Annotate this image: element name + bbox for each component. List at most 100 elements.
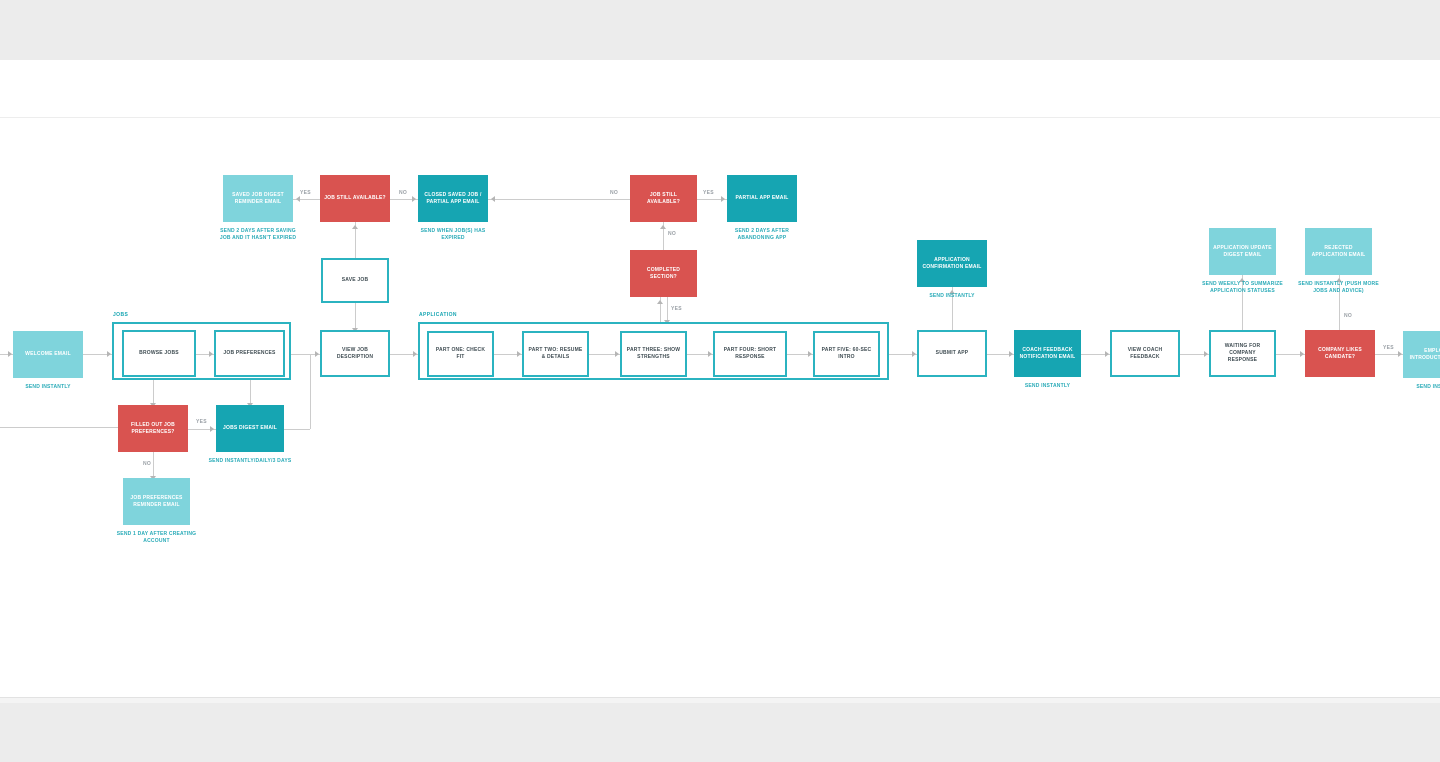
application-confirmation-email-node[interactable]: APPLICATION CONFIRMATION EMAIL [917,240,987,287]
connector-line [310,354,311,429]
filled-out-job-preferences-label: FILLED OUT JOB PREFERENCES? [131,421,175,435]
job-preferences-reminder-email-node[interactable]: JOB PREFERENCES REMINDER EMAIL [123,478,190,525]
employer-introduction-email-caption: SEND INSTANTLY [1416,384,1440,390]
edge-label-no: NO [1344,313,1353,319]
arrowhead-right [912,351,916,357]
arrowhead-right [107,351,111,357]
submit-app-label: SUBMIT APP [935,350,969,356]
jobs-digest-email-label: JOBS DIGEST EMAIL [223,425,277,431]
job-preferences-reminder-email-caption: SEND 1 DAY AFTER CREATING ACCOUNT [116,531,197,544]
connector-line [1081,354,1110,355]
job-still-available-2-label: JOB STILL AVAILABLE? [647,191,680,205]
arrowhead-up [657,300,663,304]
top-bar [0,0,1440,60]
closed-saved-job-partial-app-email-caption: SEND WHEN JOB(S) HAS EXPIRED [420,228,486,241]
edge-label-no: NO [610,190,619,196]
arrowhead-right [412,196,416,202]
connector-line [390,199,418,200]
arrowhead-up [660,225,666,229]
saved-job-digest-reminder-email-node[interactable]: SAVED JOB DIGEST REMINDER EMAIL [223,175,293,222]
saved-job-digest-reminder-email-caption: SEND 2 DAYS AFTER SAVING JOB AND IT HASN… [219,228,297,241]
job-preferences-node[interactable]: JOB PREFERENCES [214,330,285,377]
footer-strip [0,698,1440,703]
browse-jobs-node[interactable]: BROWSE JOBS [122,330,196,377]
company-likes-candidate-label: COMPANY LIKES CANIDATE? [1318,346,1362,360]
partial-app-email-caption: SEND 2 DAYS AFTER ABANDONING APP [734,228,790,241]
company-likes-candidate-node[interactable]: COMPANY LIKES CANIDATE? [1305,330,1375,377]
connector-line [663,222,664,250]
waiting-for-company-response-label: WAITING FOR COMPANY RESPONSE [1224,343,1261,363]
part-one-check-fit-label: PART ONE: CHECK FIT [435,347,486,360]
connector-line [987,354,1014,355]
connector-line [284,429,310,430]
connector-line [1180,354,1209,355]
part-one-check-fit-node[interactable]: PART ONE: CHECK FIT [427,331,494,377]
save-job-node[interactable]: SAVE JOB [321,258,389,303]
part-four-short-response-node[interactable]: PART FOUR: SHORT RESPONSE [713,331,787,377]
coach-feedback-notification-email-label: COACH FEEDBACK NOTIFICATION EMAIL [1019,346,1076,360]
submit-app-node[interactable]: SUBMIT APP [917,330,987,377]
closed-saved-job-partial-app-email-node[interactable]: CLOSED SAVED JOB / PARTIAL APP EMAIL [418,175,488,222]
arrowhead-right [413,351,417,357]
connector-line [889,354,917,355]
coach-feedback-notification-email-caption: SEND INSTANTLY [1024,383,1071,389]
connector-line [390,354,418,355]
connector-line [687,354,713,355]
job-still-available-1-node[interactable]: JOB STILL AVAILABLE? [320,175,390,222]
part-two-resume-details-node[interactable]: PART TWO: RESUME & DETAILS [522,331,589,377]
arrowhead-right [721,196,725,202]
partial-app-email-node[interactable]: PARTIAL APP EMAIL [727,175,797,222]
connector-line [83,354,112,355]
coach-feedback-notification-email-node[interactable]: COACH FEEDBACK NOTIFICATION EMAIL [1014,330,1081,377]
edge-label-no: NO [143,461,152,467]
edge-label-yes: YES [703,190,714,196]
waiting-for-company-response-node[interactable]: WAITING FOR COMPANY RESPONSE [1209,330,1276,377]
page-header: g Email Flow [0,60,1440,159]
connector-line [188,429,216,430]
arrowhead-right [1105,351,1109,357]
arrowhead-right [1204,351,1208,357]
job-preferences-label: JOB PREFERENCES [223,350,276,356]
application-update-digest-email-node[interactable]: APPLICATION UPDATE DIGEST EMAIL [1209,228,1276,275]
arrowhead-right [209,351,213,357]
application-confirmation-email-label: APPLICATION CONFIRMATION EMAIL [922,256,982,270]
view-job-description-node[interactable]: VIEW JOB DESCRIPTION [320,330,390,377]
welcome-email-node[interactable]: WELCOME EMAIL [13,331,83,378]
job-still-available-2-node[interactable]: JOB STILL AVAILABLE? [630,175,697,222]
rejected-application-email-label: REJECTED APPLICATION EMAIL [1311,244,1366,258]
connector-line [697,199,727,200]
connector-line [1242,275,1243,330]
jobs-digest-email-node[interactable]: JOBS DIGEST EMAIL [216,405,284,452]
connector-line [291,354,320,355]
connector-line [196,354,214,355]
connector-line [952,287,953,330]
rejected-application-email-node[interactable]: REJECTED APPLICATION EMAIL [1305,228,1372,275]
application-group-label: APPLICATION [419,312,457,318]
part-five-60-sec-intro-node[interactable]: PART FIVE: 60-SEC INTRO [813,331,880,377]
arrowhead-up [352,225,358,229]
view-coach-feedback-node[interactable]: VIEW COACH FEEDBACK [1110,330,1180,377]
jobs-group [112,322,291,380]
part-three-show-strengths-node[interactable]: PART THREE: SHOW STRENGTHS [620,331,687,377]
browse-jobs-label: BROWSE JOBS [139,350,179,356]
filled-out-job-preferences-node[interactable]: FILLED OUT JOB PREFERENCES? [118,405,188,452]
job-still-available-1-label: JOB STILL AVAILABLE? [324,195,386,201]
edge-label-yes: YES [196,419,207,425]
connector-line [0,427,118,428]
view-coach-feedback-label: VIEW COACH FEEDBACK [1127,346,1163,360]
part-two-resume-details-label: PART TWO: RESUME & DETAILS [528,347,583,360]
application-group [418,322,889,380]
arrowhead-right [517,351,521,357]
save-job-label: SAVE JOB [341,277,369,283]
arrowhead-right [8,351,12,357]
jobs-digest-email-caption: SEND INSTANTLY/DAILY/3 DAYS [208,458,292,464]
employer-introduction-email-node[interactable]: EMPLOYER INTRODUCTION EMAIL [1403,331,1440,378]
closed-saved-job-partial-app-email-label: CLOSED SAVED JOB / PARTIAL APP EMAIL [424,191,482,205]
connector-line [250,380,251,405]
job-preferences-reminder-email-label: JOB PREFERENCES REMINDER EMAIL [130,494,183,508]
connector-line [589,354,620,355]
arrowhead-right [1398,351,1402,357]
connector-line [1339,275,1340,330]
completed-section-node[interactable]: COMPLETED SECTION? [630,250,697,297]
